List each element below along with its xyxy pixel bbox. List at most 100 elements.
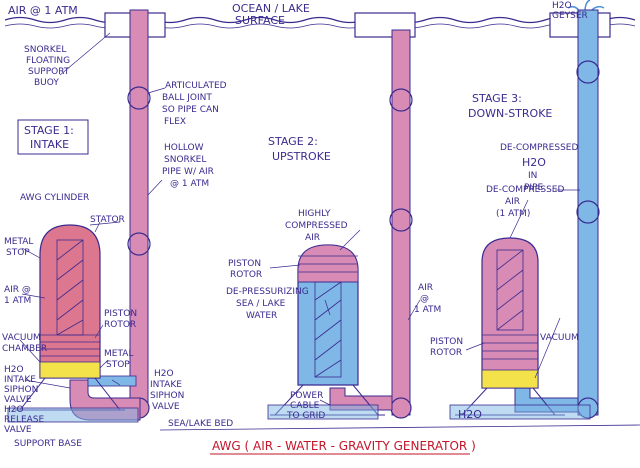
piston-rotor-stage3 [482, 334, 538, 360]
label-piston-rotor-s2-2: ROTOR [230, 270, 262, 280]
label-h2o-release-1: H2O [4, 405, 24, 415]
label-h2o-intake-l1: H2O [4, 365, 24, 375]
label-h2o-intake-r4: VALVE [152, 402, 180, 412]
label-air-1atm-s2-3: 1 ATM [414, 305, 441, 315]
label-h2o-release-2: RELEASE [4, 415, 45, 425]
label-snorkel-buoy-4: BUOY [34, 78, 59, 88]
label-h2o-intake-l2: INTAKE [4, 375, 36, 385]
sea-bed-line [159, 424, 640, 431]
labels: AIR @ 1 ATM OCEAN / LAKE SURFACE H2O GEY… [2, 1, 588, 455]
label-h2o-intake-r1: H2O [154, 369, 174, 379]
ball-joint-s1-upper [127, 86, 151, 110]
stage1-box [17, 119, 89, 155]
label-ocean-surface-1: OCEAN / LAKE [232, 2, 310, 15]
label-stage2-2: UPSTROKE [272, 150, 331, 163]
label-h2o-intake-l4: VALVE [4, 395, 32, 405]
label-air-1atm-s1-1: AIR @ [4, 285, 31, 295]
label-vacuum-s3: VACUUM [540, 333, 579, 343]
diagram-title: AWG ( AIR - WATER - GRAVITY GENERATOR ) [212, 439, 476, 453]
piston-rotor-stage1 [40, 334, 100, 357]
label-h2o-geyser-2: GEYSER [552, 11, 588, 21]
label-h2o-intake-r2: INTAKE [150, 380, 182, 390]
label-h2o-intake-r3: SIPHON [150, 391, 184, 401]
label-highly-3: AIR [305, 233, 320, 243]
buoy-stage2 [354, 12, 416, 38]
label-decompressed-h2o-1: DE-COMPRESSED [500, 143, 578, 153]
label-hollow-2: SNORKEL [164, 155, 206, 165]
snorkel-pipe-stage2 [391, 29, 411, 416]
ball-joint-s2-bottom [390, 397, 412, 419]
ball-joint-s3-lower [576, 200, 600, 224]
label-snorkel-buoy-2: FLOATING [26, 56, 70, 66]
vacuum-stage1 [39, 361, 101, 379]
label-piston-rotor-s1-1: PISTON [104, 309, 137, 319]
label-articulated-4: FLEX [164, 117, 186, 127]
label-articulated-2: BALL JOINT [162, 93, 212, 103]
label-depress-3: WATER [246, 311, 277, 321]
label-power-cable-3: TO GRID [286, 411, 325, 421]
label-h2o-intake-l3: SIPHON [4, 385, 38, 395]
label-piston-rotor-s3-1: PISTON [430, 337, 463, 347]
base-stage1 [7, 407, 139, 423]
label-stage2-1: STAGE 2: [268, 135, 318, 148]
snorkel-pipe-stage1 [129, 9, 149, 406]
intake-pipe-stage1 [87, 375, 137, 387]
label-support-base: SUPPORT BASE [14, 439, 82, 449]
label-air-1atm-top: AIR @ 1 ATM [8, 4, 78, 17]
cylinder-stage1 [39, 224, 101, 379]
label-articulated-1: ARTICULATED [165, 81, 227, 91]
label-metal-stop-b1: METAL [104, 349, 133, 359]
cylinder-stage3 [481, 237, 539, 389]
label-articulated-3: SO PIPE CAN [162, 105, 219, 115]
label-air-1atm-s2-1: AIR [418, 283, 433, 293]
label-hollow-3: PIPE W/ AIR [162, 167, 214, 177]
vacuum-stage3 [481, 369, 539, 389]
label-decomp-air-2: AIR [505, 197, 520, 207]
label-highly-2: COMPRESSED [285, 221, 348, 231]
label-metal-stop-2: STOP [6, 248, 30, 258]
stator-hatch-stage3 [496, 249, 524, 331]
label-decompressed-h2o-3: IN [528, 171, 537, 181]
label-ocean-surface-2: SURFACE [235, 14, 285, 27]
label-decomp-air-3: (1 ATM) [496, 209, 530, 219]
label-piston-rotor-s2-1: PISTON [228, 259, 261, 269]
label-decompressed-h2o-2: H2O [522, 156, 546, 169]
label-hollow-4: @ 1 ATM [170, 179, 209, 189]
label-decomp-air-1: DE-COMPRESSED [486, 185, 564, 195]
pointer-lines [19, 32, 580, 406]
label-air-1atm-s2-2: @ [420, 294, 429, 304]
ball-joint-s3-upper [576, 60, 600, 84]
label-snorkel-buoy-1: SNORKEL [24, 45, 66, 55]
label-stage3-1: STAGE 3: [472, 92, 522, 105]
ball-joint-s2-upper [389, 88, 413, 112]
compressed-air-stage2 [297, 244, 359, 283]
label-highly-1: HIGHLY [298, 209, 331, 219]
label-h2o-release-3: VALVE [4, 425, 32, 435]
snorkel-pipe-stage3 [577, 9, 599, 416]
label-decompressed-h2o-4: PIPE [524, 183, 544, 193]
label-metal-stop-b2: STOP [106, 360, 130, 370]
label-vacuum-chamber-2: CHAMBER [2, 344, 47, 354]
ball-joint-s1-lower [127, 232, 151, 256]
label-depress-2: SEA / LAKE [236, 299, 286, 309]
ball-joint-s2-lower [389, 208, 413, 232]
label-awg-cylinder: AWG CYLINDER [20, 193, 89, 203]
label-stator: STATOR [90, 215, 125, 225]
label-piston-rotor-s3-2: ROTOR [430, 348, 462, 358]
label-vacuum-chamber-1: VACUUM [2, 333, 41, 343]
label-stage1-1: STAGE 1: [24, 124, 74, 137]
water-surface-line [4, 16, 636, 24]
label-stage1-2: INTAKE [30, 138, 69, 151]
label-air-1atm-s1-2: 1 ATM [4, 296, 31, 306]
label-piston-rotor-s1-2: ROTOR [104, 320, 136, 330]
label-stage3-2: DOWN-STROKE [468, 107, 552, 120]
water-surface-line-2 [4, 23, 636, 29]
label-power-cable-1: POWER [290, 391, 323, 401]
base-stage3 [449, 404, 591, 420]
label-power-cable-2: CABLE [290, 401, 320, 411]
label-h2o-s3: H2O [458, 408, 482, 421]
label-sea-bed: SEA/LAKE BED [168, 419, 233, 429]
label-metal-stop-1: METAL [4, 237, 33, 247]
